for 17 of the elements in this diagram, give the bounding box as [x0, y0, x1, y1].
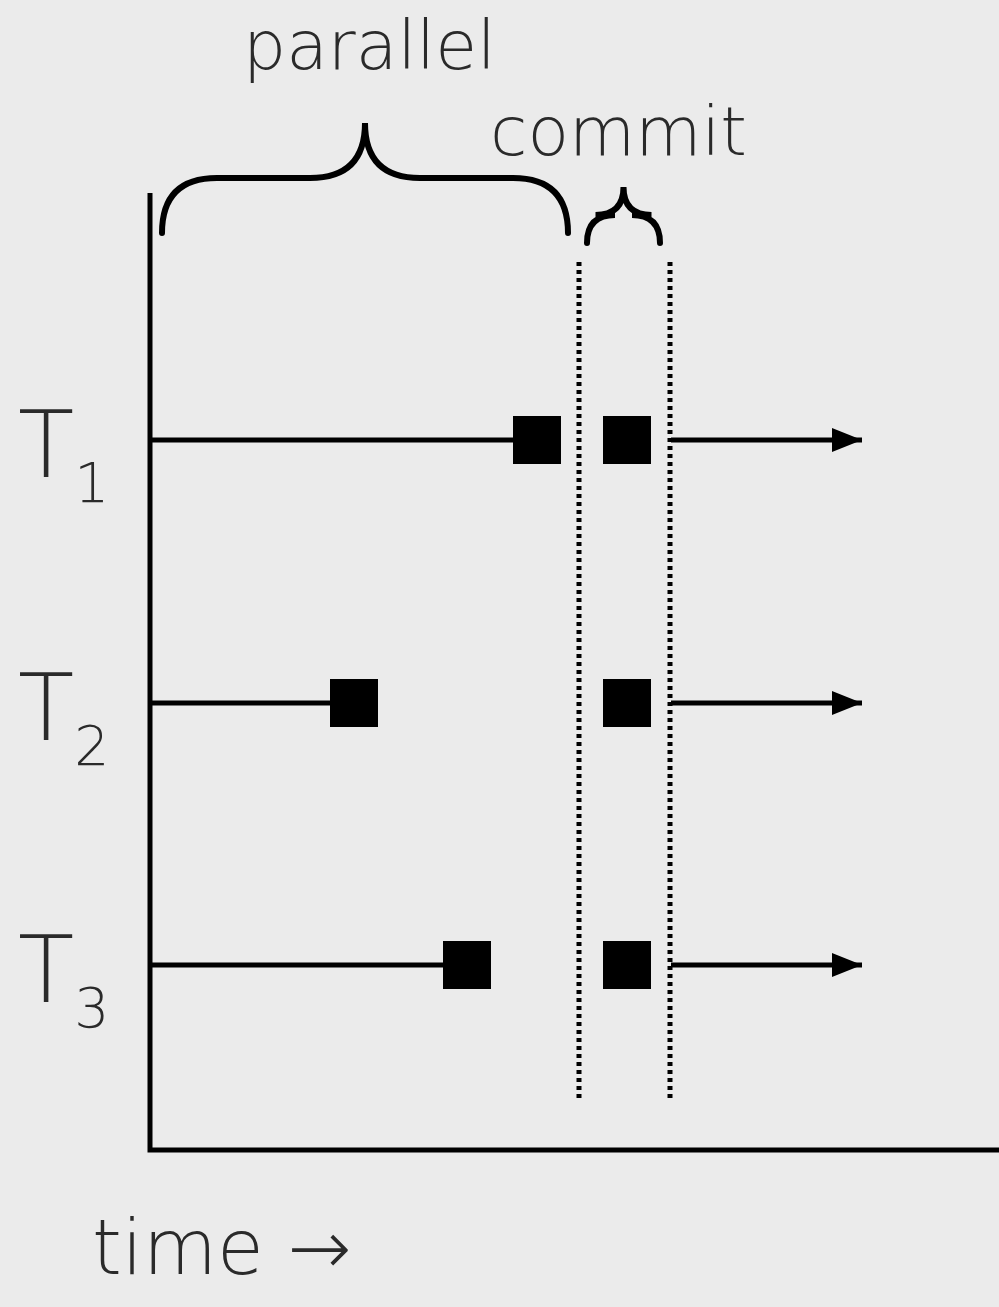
- square-marker: [603, 941, 651, 989]
- timeline: [152, 962, 443, 968]
- square-marker: [513, 416, 561, 464]
- arrow: [671, 428, 862, 452]
- thread-label: T$_{2}$: [18, 663, 110, 775]
- axis-label: time →: [92, 1210, 352, 1286]
- arrow: [671, 953, 862, 977]
- bracket-label: commit: [490, 98, 748, 166]
- square-marker: [330, 679, 378, 727]
- square-marker: [603, 679, 651, 727]
- square-marker: [443, 941, 491, 989]
- square-marker: [603, 416, 651, 464]
- thread-label: T$_{1}$: [18, 400, 110, 512]
- timeline: [152, 437, 513, 443]
- timeline: [152, 700, 330, 706]
- thread-label: T$_{3}$: [18, 925, 110, 1037]
- arrow: [671, 691, 862, 715]
